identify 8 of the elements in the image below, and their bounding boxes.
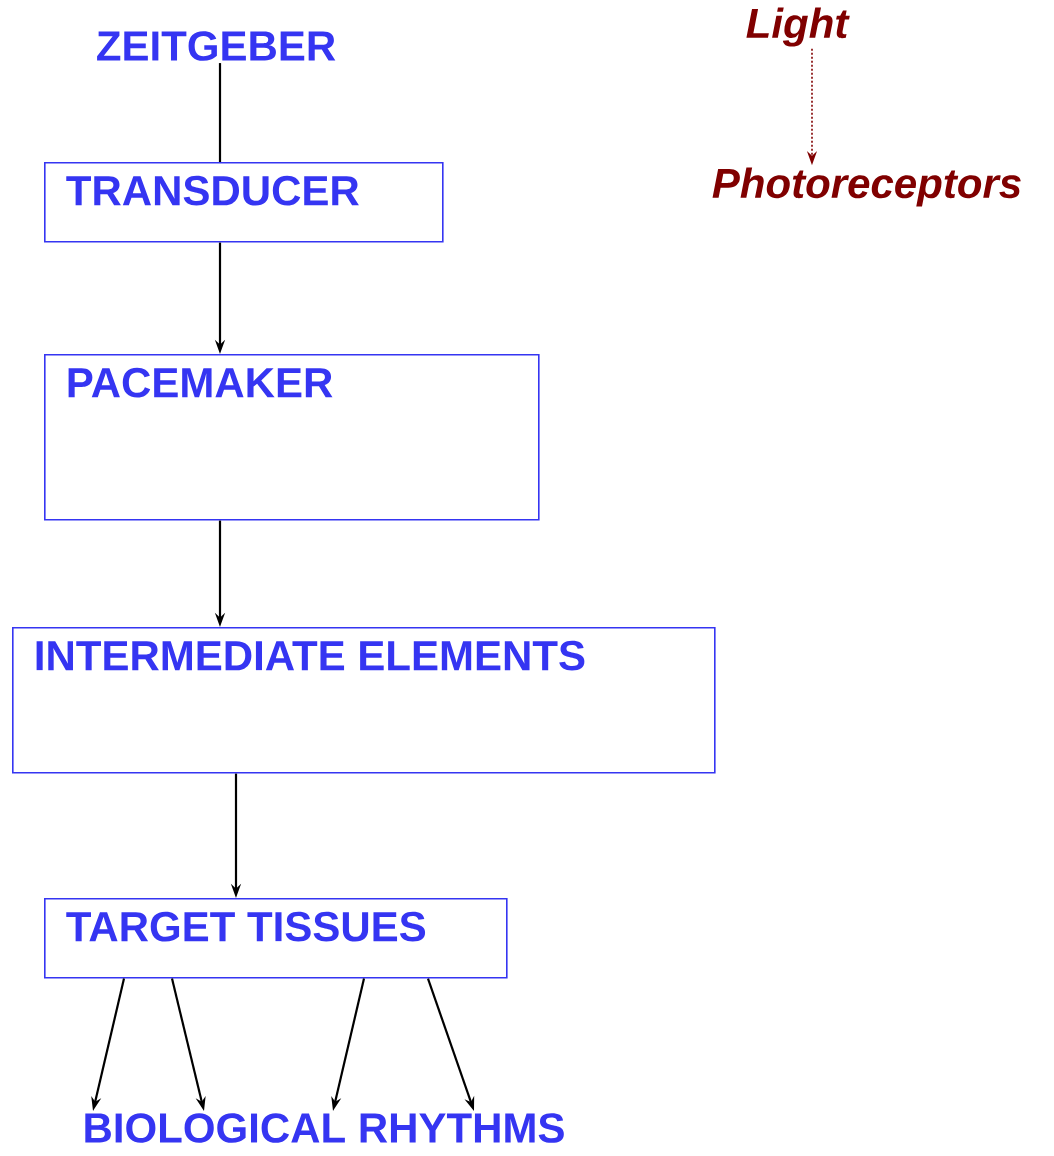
process-box: PACEMAKER [44, 354, 540, 521]
label-text: Photoreceptors [712, 167, 1021, 207]
process-box: INTERMEDIATE ELEMENTS [12, 627, 716, 774]
label-text: BIOLOGICAL RHYTHMS [85, 1113, 564, 1143]
label-text: Light [746, 7, 850, 47]
process-box: TARGET TISSUES [44, 898, 508, 979]
label-text: ZEITGEBER [97, 31, 336, 61]
process-box: TRANSDUCER [44, 162, 444, 243]
